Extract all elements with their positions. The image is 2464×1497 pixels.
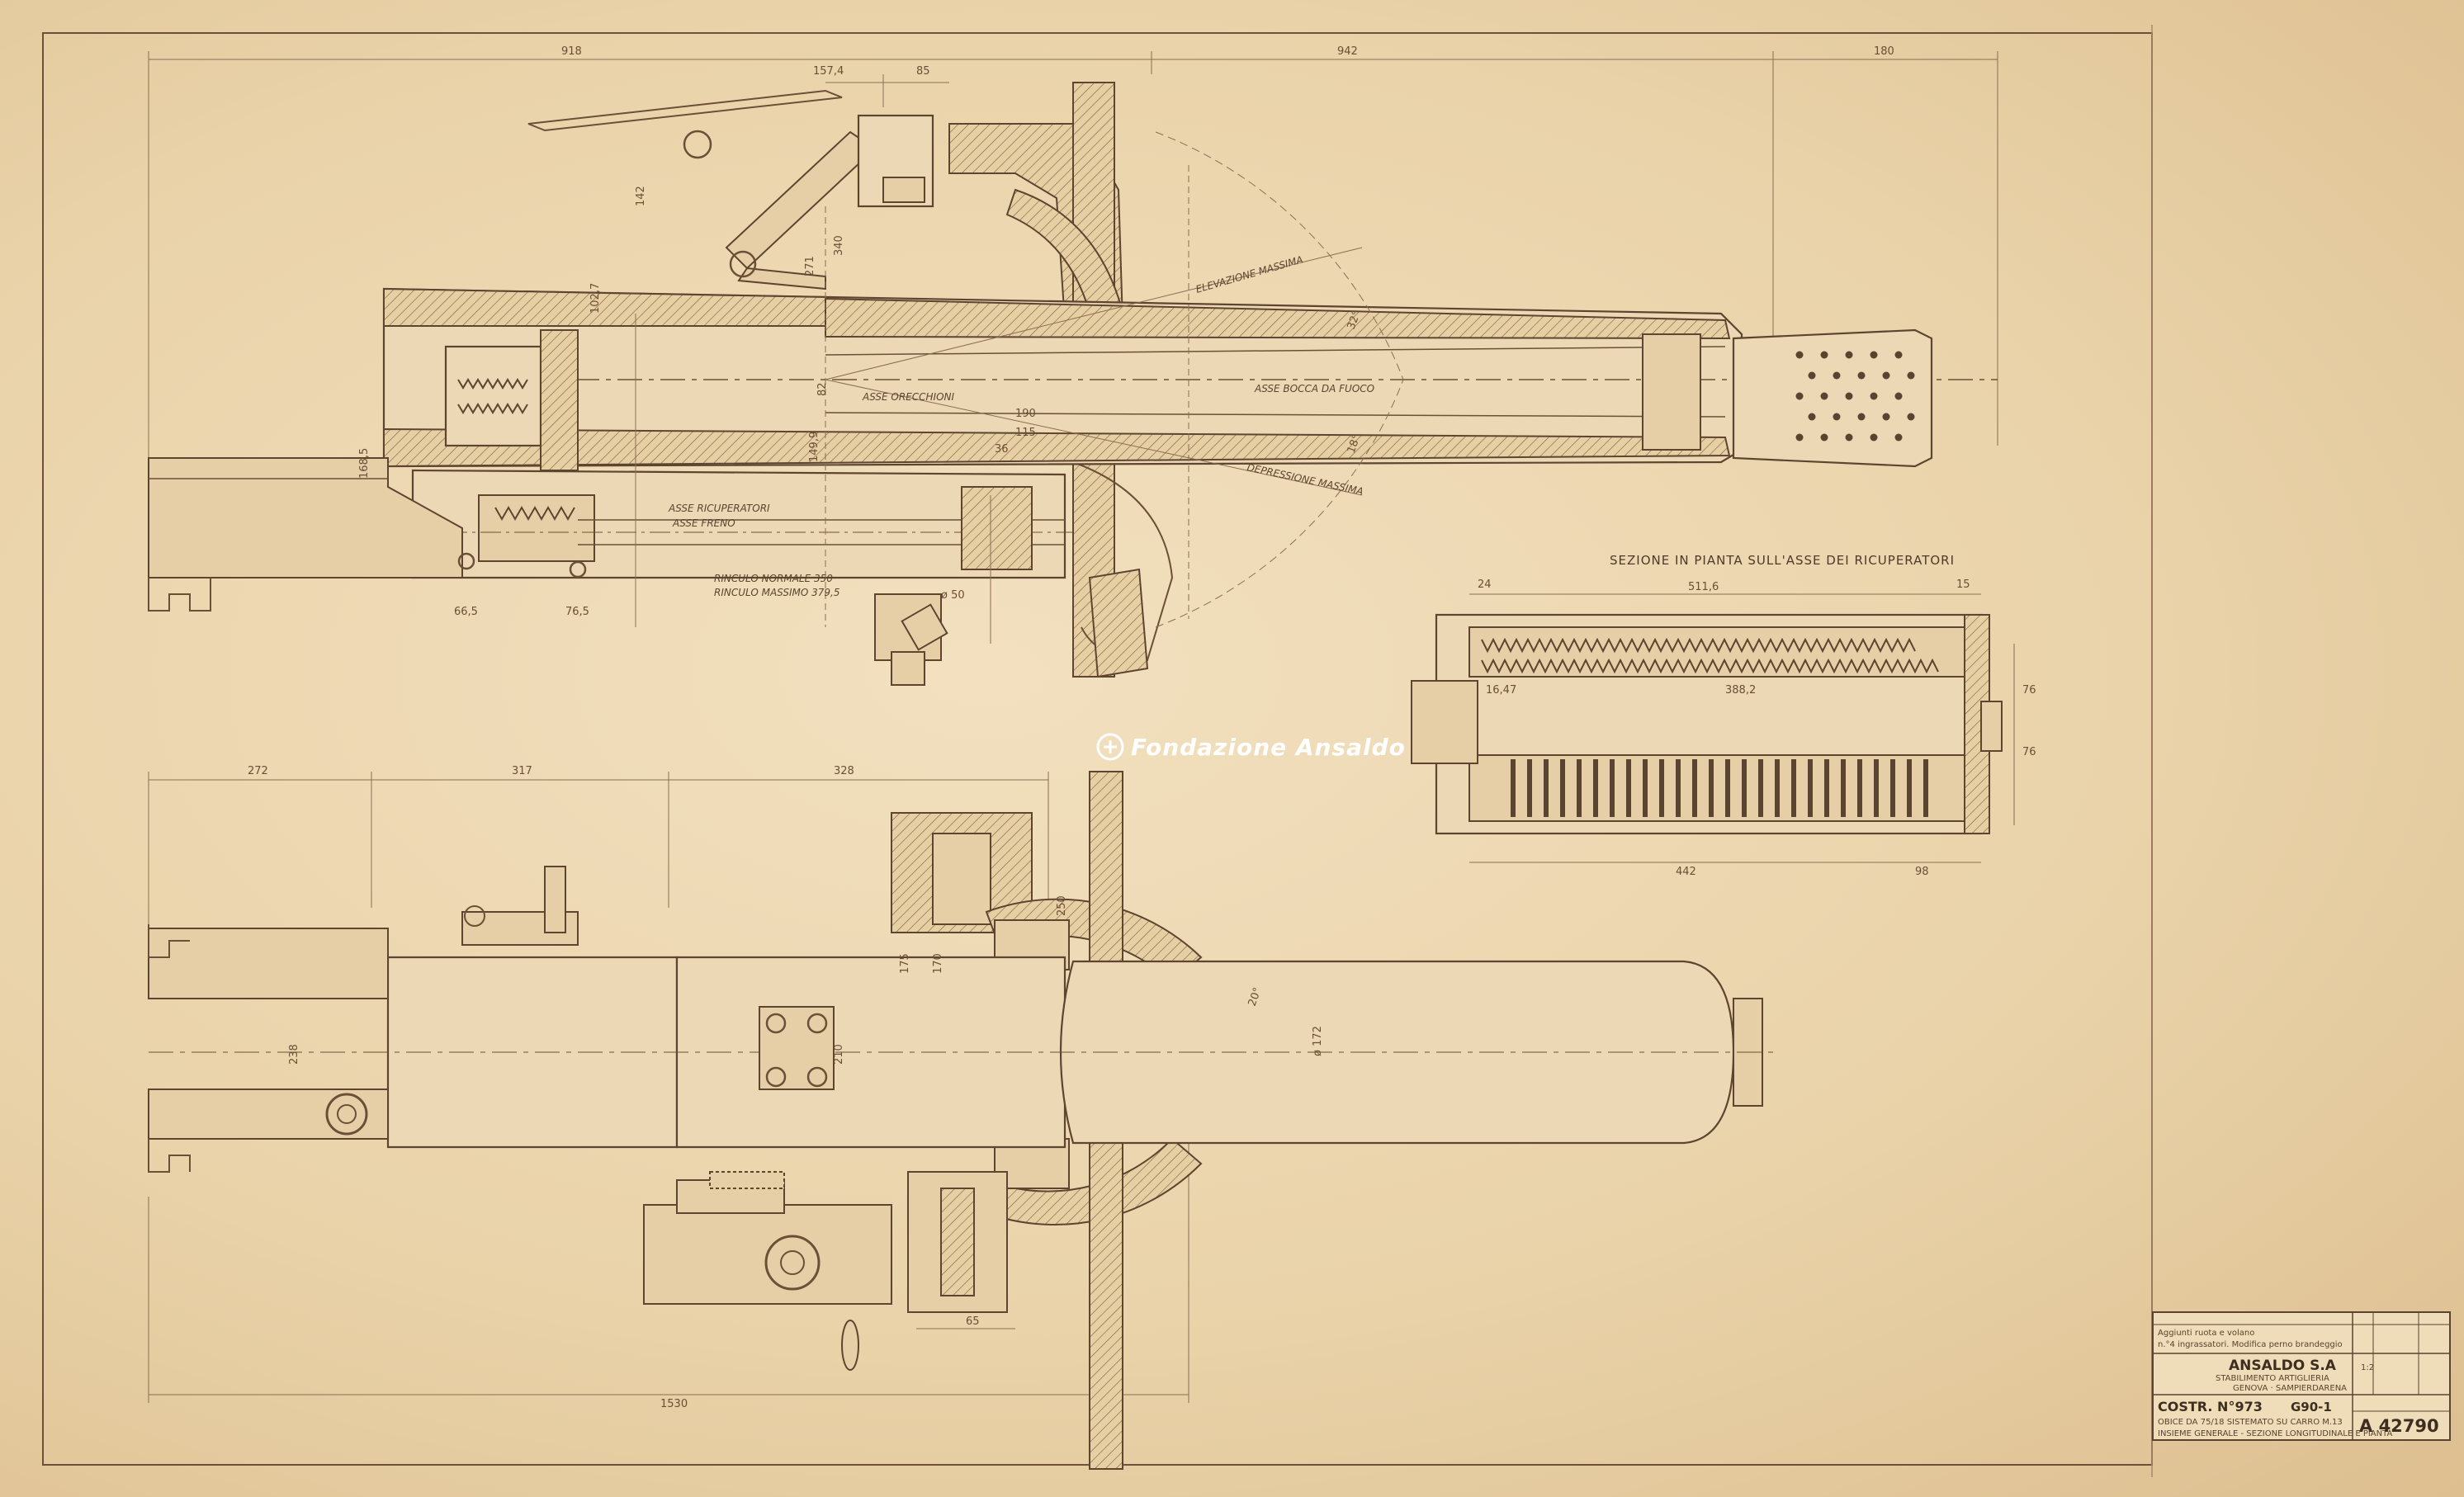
- dim-side-6: 168,5: [358, 448, 371, 479]
- dim-bottom: 1530: [660, 1398, 688, 1410]
- dim-misc-5: 238: [288, 1044, 300, 1065]
- title-block: Aggiunti ruota e volano n.°4 ingrassator…: [2152, 1311, 2451, 1441]
- tb-desc2: INSIEME GENERALE - SEZIONE LONGITUDINALE…: [2158, 1429, 2392, 1438]
- watermark: Fondazione Ansaldo: [1096, 733, 1406, 761]
- dim-top-2: 157,4: [813, 65, 844, 78]
- tb-scale: 1:2: [2361, 1363, 2374, 1372]
- dim-sec-2: 388,2: [1725, 684, 1756, 697]
- dim-misc-6: 175: [899, 953, 911, 974]
- dimension-labels: 918 157,4 85 942 180 272 317 328 1530 65…: [248, 45, 2036, 1410]
- dim-sec-6: 76: [2022, 684, 2036, 697]
- label-asse-ricuperatori: ASSE RICUPERATORI: [668, 503, 770, 514]
- dim-misc-3: ø 50: [941, 589, 965, 602]
- dim-misc-11: 115: [1015, 427, 1036, 439]
- muzzle-brake: [1732, 328, 1933, 468]
- dim-top-3: 85: [916, 65, 930, 78]
- dim-misc-1: 66,5: [454, 606, 478, 618]
- dim-misc-14: 20°: [1246, 986, 1265, 1008]
- label-asse-freno: ASSE FRENO: [672, 517, 735, 529]
- dim-misc-8: 210: [833, 1044, 845, 1065]
- dim-misc-16: 32°: [1346, 309, 1364, 332]
- dim-sec-9: 15: [1956, 578, 1970, 591]
- dim-sec-1: 511,6: [1688, 581, 1719, 593]
- tb-company: ANSALDO S.A: [2229, 1358, 2337, 1374]
- label-asse-orecchioni: ASSE ORECCHIONI: [862, 391, 955, 403]
- dim-top-4: 942: [1337, 45, 1358, 58]
- label-elevazione: ELEVAZIONE MASSIMA: [1194, 253, 1304, 295]
- label-depressione: DEPRESSIONE MASSIMA: [1246, 461, 1364, 498]
- tb-code: G90-1: [2291, 1400, 2332, 1414]
- label-asse-bocca: ASSE BOCCA DA FUOCO: [1254, 383, 1374, 394]
- dim-misc-13: 36: [995, 443, 1009, 456]
- dim-misc-2: 76,5: [565, 606, 589, 618]
- dim-side-4: 102,7: [589, 283, 602, 314]
- dim-sec-3: 16,47: [1486, 684, 1516, 697]
- label-rinculo-normale: RINCULO NORMALE 350: [714, 573, 833, 584]
- dim-misc-7: 170: [932, 953, 944, 974]
- dim-plan-1: 272: [248, 765, 268, 777]
- tb-rev-2: n.°4 ingrassatori. Modifica perno brande…: [2158, 1340, 2343, 1349]
- tb-sub2: GENOVA · SAMPIERDARENA: [2233, 1384, 2347, 1393]
- longitudinal-section: [148, 51, 1998, 686]
- plan-view: [148, 771, 1775, 1470]
- tb-desc1: OBICE DA 75/18 SISTEMATO SU CARRO M.13: [2158, 1418, 2343, 1427]
- tb-rev-1: Aggiunti ruota e volano: [2158, 1329, 2254, 1338]
- dim-misc-4: ø 172: [1312, 1026, 1324, 1056]
- dim-misc-9: 250: [1056, 895, 1068, 916]
- dim-top-1: 918: [561, 45, 582, 58]
- dim-side-2: 340: [833, 235, 845, 256]
- dim-sec-4: 442: [1676, 866, 1696, 878]
- tb-costr: COSTR. N°973: [2158, 1399, 2263, 1414]
- dim-sec-7: 76: [2022, 746, 2036, 758]
- section-title: SEZIONE IN PIANTA SULL'ASSE DEI RICUPERA…: [1610, 553, 1955, 568]
- recuperator-section: [1411, 593, 2015, 863]
- dim-sec-8: 24: [1478, 578, 1492, 591]
- dim-sec-5: 98: [1915, 866, 1929, 878]
- dim-misc-10: 82: [816, 382, 829, 396]
- dim-misc-15: 18°: [1346, 433, 1364, 456]
- dim-plan-2: 317: [512, 765, 532, 777]
- watermark-text: Fondazione Ansaldo: [1131, 734, 1406, 761]
- dim-top-5: 180: [1874, 45, 1894, 58]
- label-rinculo-massimo: RINCULO MASSIMO 379,5: [714, 587, 839, 598]
- tb-sub1: STABILIMENTO ARTIGLIERIA: [2216, 1374, 2329, 1383]
- tb-drawing-no: A 42790: [2359, 1416, 2439, 1436]
- dim-side-3: 271: [804, 256, 816, 276]
- dim-plan-3: 328: [834, 765, 854, 777]
- dim-misc-12: 190: [1015, 408, 1036, 420]
- dim-bottom-small: 65: [966, 1315, 980, 1328]
- dim-side-1: 142: [635, 186, 647, 206]
- dim-side-5: 149,9: [808, 432, 821, 462]
